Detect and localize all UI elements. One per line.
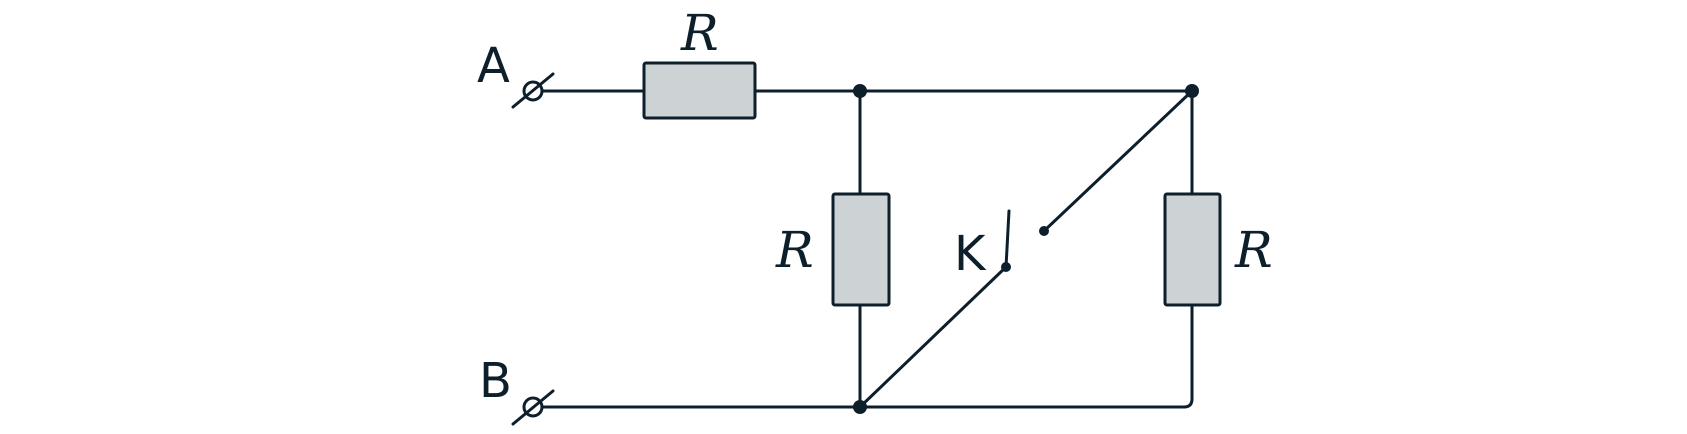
wire-diagonal-top-to-contact bbox=[1042, 89, 1194, 233]
terminal-a-slash bbox=[511, 72, 555, 109]
junction-bottom bbox=[853, 400, 867, 414]
resistor-right bbox=[1163, 192, 1222, 307]
terminal-a-label: A bbox=[477, 38, 510, 94]
switch-blade bbox=[1004, 209, 1011, 269]
switch-k-label: K bbox=[954, 226, 987, 282]
switch-pivot-contact bbox=[1001, 262, 1011, 272]
wire-right-vertical-lower bbox=[1182, 303, 1194, 409]
switch-k bbox=[1001, 209, 1049, 272]
wire-diagonal-bottom-to-switch bbox=[858, 265, 1008, 409]
resistor-top bbox=[642, 61, 757, 120]
terminal-b bbox=[511, 389, 555, 426]
switch-fixed-contact bbox=[1039, 226, 1049, 236]
resistor-middle-label: R bbox=[775, 221, 814, 279]
terminal-a bbox=[511, 72, 555, 109]
junction-top-right bbox=[1185, 84, 1199, 98]
wires bbox=[531, 89, 1194, 409]
resistor-top-label: R bbox=[680, 4, 719, 62]
resistor-right-label: R bbox=[1234, 221, 1273, 279]
terminal-b-label: B bbox=[479, 353, 512, 409]
junction-top-left bbox=[853, 84, 867, 98]
terminal-b-slash bbox=[511, 389, 555, 426]
resistor-middle bbox=[831, 192, 891, 307]
